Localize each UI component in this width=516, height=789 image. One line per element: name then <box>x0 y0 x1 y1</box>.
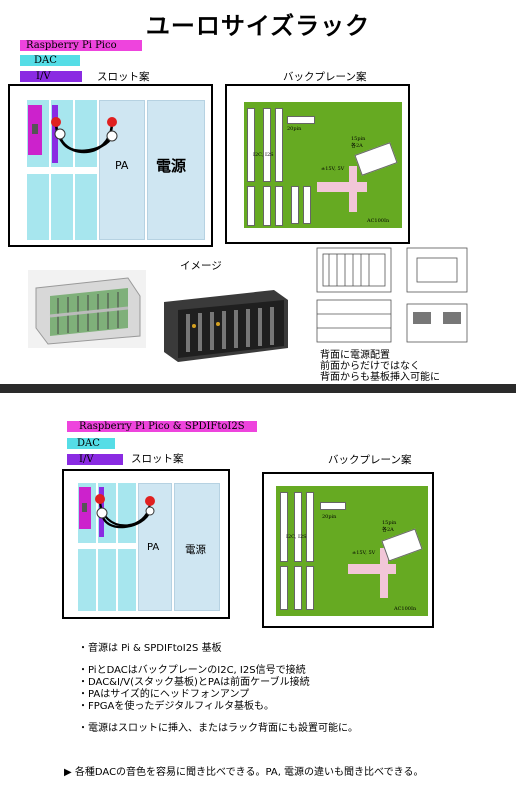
connector-1 <box>247 108 255 182</box>
connector-4b <box>280 566 288 610</box>
slot-plan-label: スロット案 <box>97 71 150 83</box>
connector-5 <box>263 186 271 226</box>
footer-note: ▶ 各種DACの音色を容易に聞き比べできる。PA, 電源の違いも聞き比べできる。 <box>64 763 423 778</box>
backplane-plan-label-2: バックプレーン案 <box>328 454 412 466</box>
power-slot: 電源 <box>147 100 205 240</box>
rear-note-3: 背面からも基板挿入可能に <box>320 372 440 383</box>
current-label: 各2A <box>351 143 363 149</box>
rear-note-1: 背面に電源配置 <box>320 350 390 361</box>
lower-slot-1 <box>27 174 49 240</box>
front-cable-2 <box>95 494 155 529</box>
page-title: ユーロサイズラック <box>145 12 371 40</box>
ac-label-2: AC100In <box>394 606 417 612</box>
pa-label: PA <box>115 159 129 172</box>
i2c-label-2: I2C, I2S <box>286 534 307 540</box>
note-power: ・電源はスロットに挿入、またはラック背面にも設置可能に。 <box>78 723 358 734</box>
power-label-2: 電源 <box>185 544 206 556</box>
supply-label-2: ±15V, 5V <box>352 550 376 556</box>
pin2-label-2: 15pin <box>382 520 397 526</box>
rack-drawing <box>313 244 473 348</box>
connector-4 <box>247 186 255 226</box>
power-bus-v <box>349 166 357 212</box>
rear-note-2: 前面からだけではなく <box>320 361 420 372</box>
ac-label: AC100In <box>367 218 390 224</box>
i2c-label: I2C, I2S <box>253 152 274 158</box>
backplane-diagram: I2C, I2S 20pin ±15V, 5V 15pin 各2A AC100I… <box>225 84 410 244</box>
connector-7 <box>291 186 299 224</box>
slot-plan-diagram-2: PA 電源 <box>62 469 230 619</box>
section-divider <box>0 384 516 393</box>
pin-label: 20pin <box>287 126 302 132</box>
pa-label-2: PA <box>147 542 160 553</box>
lower-slot-3b <box>118 549 136 611</box>
rack-photo-2 <box>158 286 292 366</box>
connector-2b <box>294 492 302 562</box>
rear-notes: 背面に電源配置 前面からだけではなく 背面からも基板挿入可能に <box>320 350 440 383</box>
image-label: イメージ <box>180 260 222 272</box>
connector-3 <box>275 108 283 182</box>
note-connection: ・PiとDACはバックプレーンのI2C, I2S信号で接続 <box>78 665 306 676</box>
legend-pico: Raspberry Pi Pico <box>20 40 142 51</box>
legend-dac: DAC <box>20 55 80 66</box>
connector-2 <box>263 108 271 182</box>
power-bus-h-2 <box>348 564 396 574</box>
connector-8 <box>303 186 311 224</box>
backplane-diagram-2: I2C, I2S 20pin ±15V, 5V 15pin 各2A AC100I… <box>262 472 434 628</box>
lower-slot-3 <box>75 174 97 240</box>
slot-plan-label-2: スロット案 <box>131 453 184 465</box>
pico-chip-2 <box>82 503 87 512</box>
pin-label-2: 20pin <box>322 514 337 520</box>
connector-1b <box>280 492 288 562</box>
connector-6 <box>275 186 283 226</box>
power-slot-2: 電源 <box>174 483 220 611</box>
note-cable: ・DAC&I/V(スタック基板)とPAは前面ケーブル接続 <box>78 677 310 688</box>
supply-label: ±15V, 5V <box>321 166 345 172</box>
arrow-bullet-icon: ▶ <box>64 767 72 778</box>
pa-slot-2: PA <box>138 483 172 611</box>
power-label: 電源 <box>156 157 187 175</box>
lower-slot-2 <box>51 174 73 240</box>
lower-slot-1b <box>78 549 96 611</box>
slot-plan-diagram: PA 電源 <box>8 84 213 247</box>
note-source: ・音源は Pi & SPDIFtoI2S 基板 <box>78 643 222 654</box>
legend-dac-2: DAC <box>67 438 115 449</box>
footer-text: 各種DACの音色を容易に聞き比べできる。PA, 電源の違いも聞き比べできる。 <box>74 767 424 778</box>
notes-block: ・音源は Pi & SPDIFtoI2S 基板 ・PiとDACはバックプレーンの… <box>78 643 358 735</box>
pico-chip <box>32 124 38 134</box>
current-label-2: 各2A <box>382 527 394 533</box>
power-bus-v-2 <box>380 548 388 598</box>
connector-top-b <box>320 502 346 510</box>
legend-pico-spdif: Raspberry Pi Pico & SPDIFtoI2S <box>67 421 257 432</box>
pin2-label: 15pin <box>351 136 366 142</box>
pa-slot: PA <box>99 100 145 240</box>
backplane-plan-label: バックプレーン案 <box>283 71 367 83</box>
rack-photo-1 <box>28 270 146 348</box>
note-fpga: ・FPGAを使ったデジタルフィルタ基板も。 <box>78 701 274 712</box>
legend-iv-2: I/V <box>67 454 123 465</box>
legend-iv: I/V <box>20 71 82 82</box>
note-pa: ・PAはサイズ的にヘッドフォンアンプ <box>78 689 250 700</box>
connector-3b <box>306 492 314 562</box>
power-bus-h <box>317 182 367 192</box>
connector-6b <box>306 566 314 610</box>
connector-top <box>287 116 315 124</box>
connector-5b <box>294 566 302 610</box>
lower-slot-2b <box>98 549 116 611</box>
front-cable <box>51 117 118 154</box>
